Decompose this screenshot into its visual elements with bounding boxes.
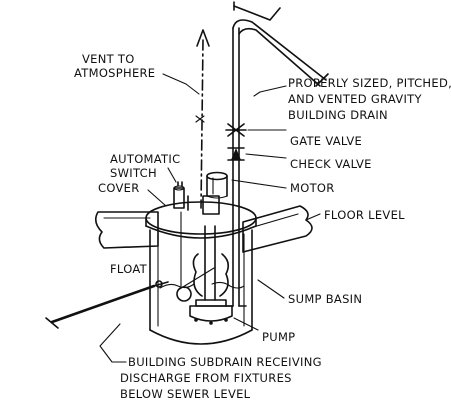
switch-label-line2: SWITCH — [110, 166, 157, 180]
gate-valve — [225, 123, 247, 137]
drain-label-line1: PROPERLY SIZED, PITCHED, — [288, 76, 451, 90]
drain-label-line3: BUILDING DRAIN — [288, 108, 388, 122]
check-valve-label: CHECK VALVE — [290, 157, 372, 171]
subdrain-label-line1: BUILDING SUBDRAIN RECEIVING — [128, 355, 322, 369]
vent-label-line2: ATMOSPHERE — [74, 66, 156, 80]
automatic-switch — [173, 181, 189, 211]
water-level-left — [159, 283, 195, 289]
drain-label-line2: AND VENTED GRAVITY — [288, 92, 422, 106]
sump-basin — [149, 229, 253, 345]
pump-impeller — [189, 299, 233, 325]
subdrain-label-line3: BELOW SEWER LEVEL — [120, 387, 251, 401]
floor-level-label: FLOOR LEVEL — [324, 208, 405, 222]
gravity-drain — [232, 1, 329, 87]
pump-label: PUMP — [262, 330, 296, 344]
water-level-right — [211, 281, 245, 289]
cover-label: COVER — [98, 181, 140, 195]
motor — [202, 171, 228, 215]
float — [176, 211, 192, 302]
float-label: FLOAT — [110, 262, 147, 276]
floor-slab-left — [94, 211, 159, 249]
pump-column — [192, 225, 230, 301]
switch-label-line1: AUTOMATIC — [110, 152, 181, 166]
subdrain-label-line2: DISCHARGE FROM FIXTURES — [120, 371, 292, 385]
motor-label: MOTOR — [290, 181, 335, 195]
leader-lines — [99, 73, 321, 363]
check-valve — [227, 147, 245, 161]
vent-label-line1: VENT TO — [82, 52, 135, 66]
sump-basin-label: SUMP BASIN — [288, 292, 363, 306]
building-subdrain — [45, 280, 169, 329]
vent-pipe — [195, 29, 210, 209]
discharge-pipe — [225, 27, 247, 307]
gate-valve-label: GATE VALVE — [290, 134, 363, 148]
